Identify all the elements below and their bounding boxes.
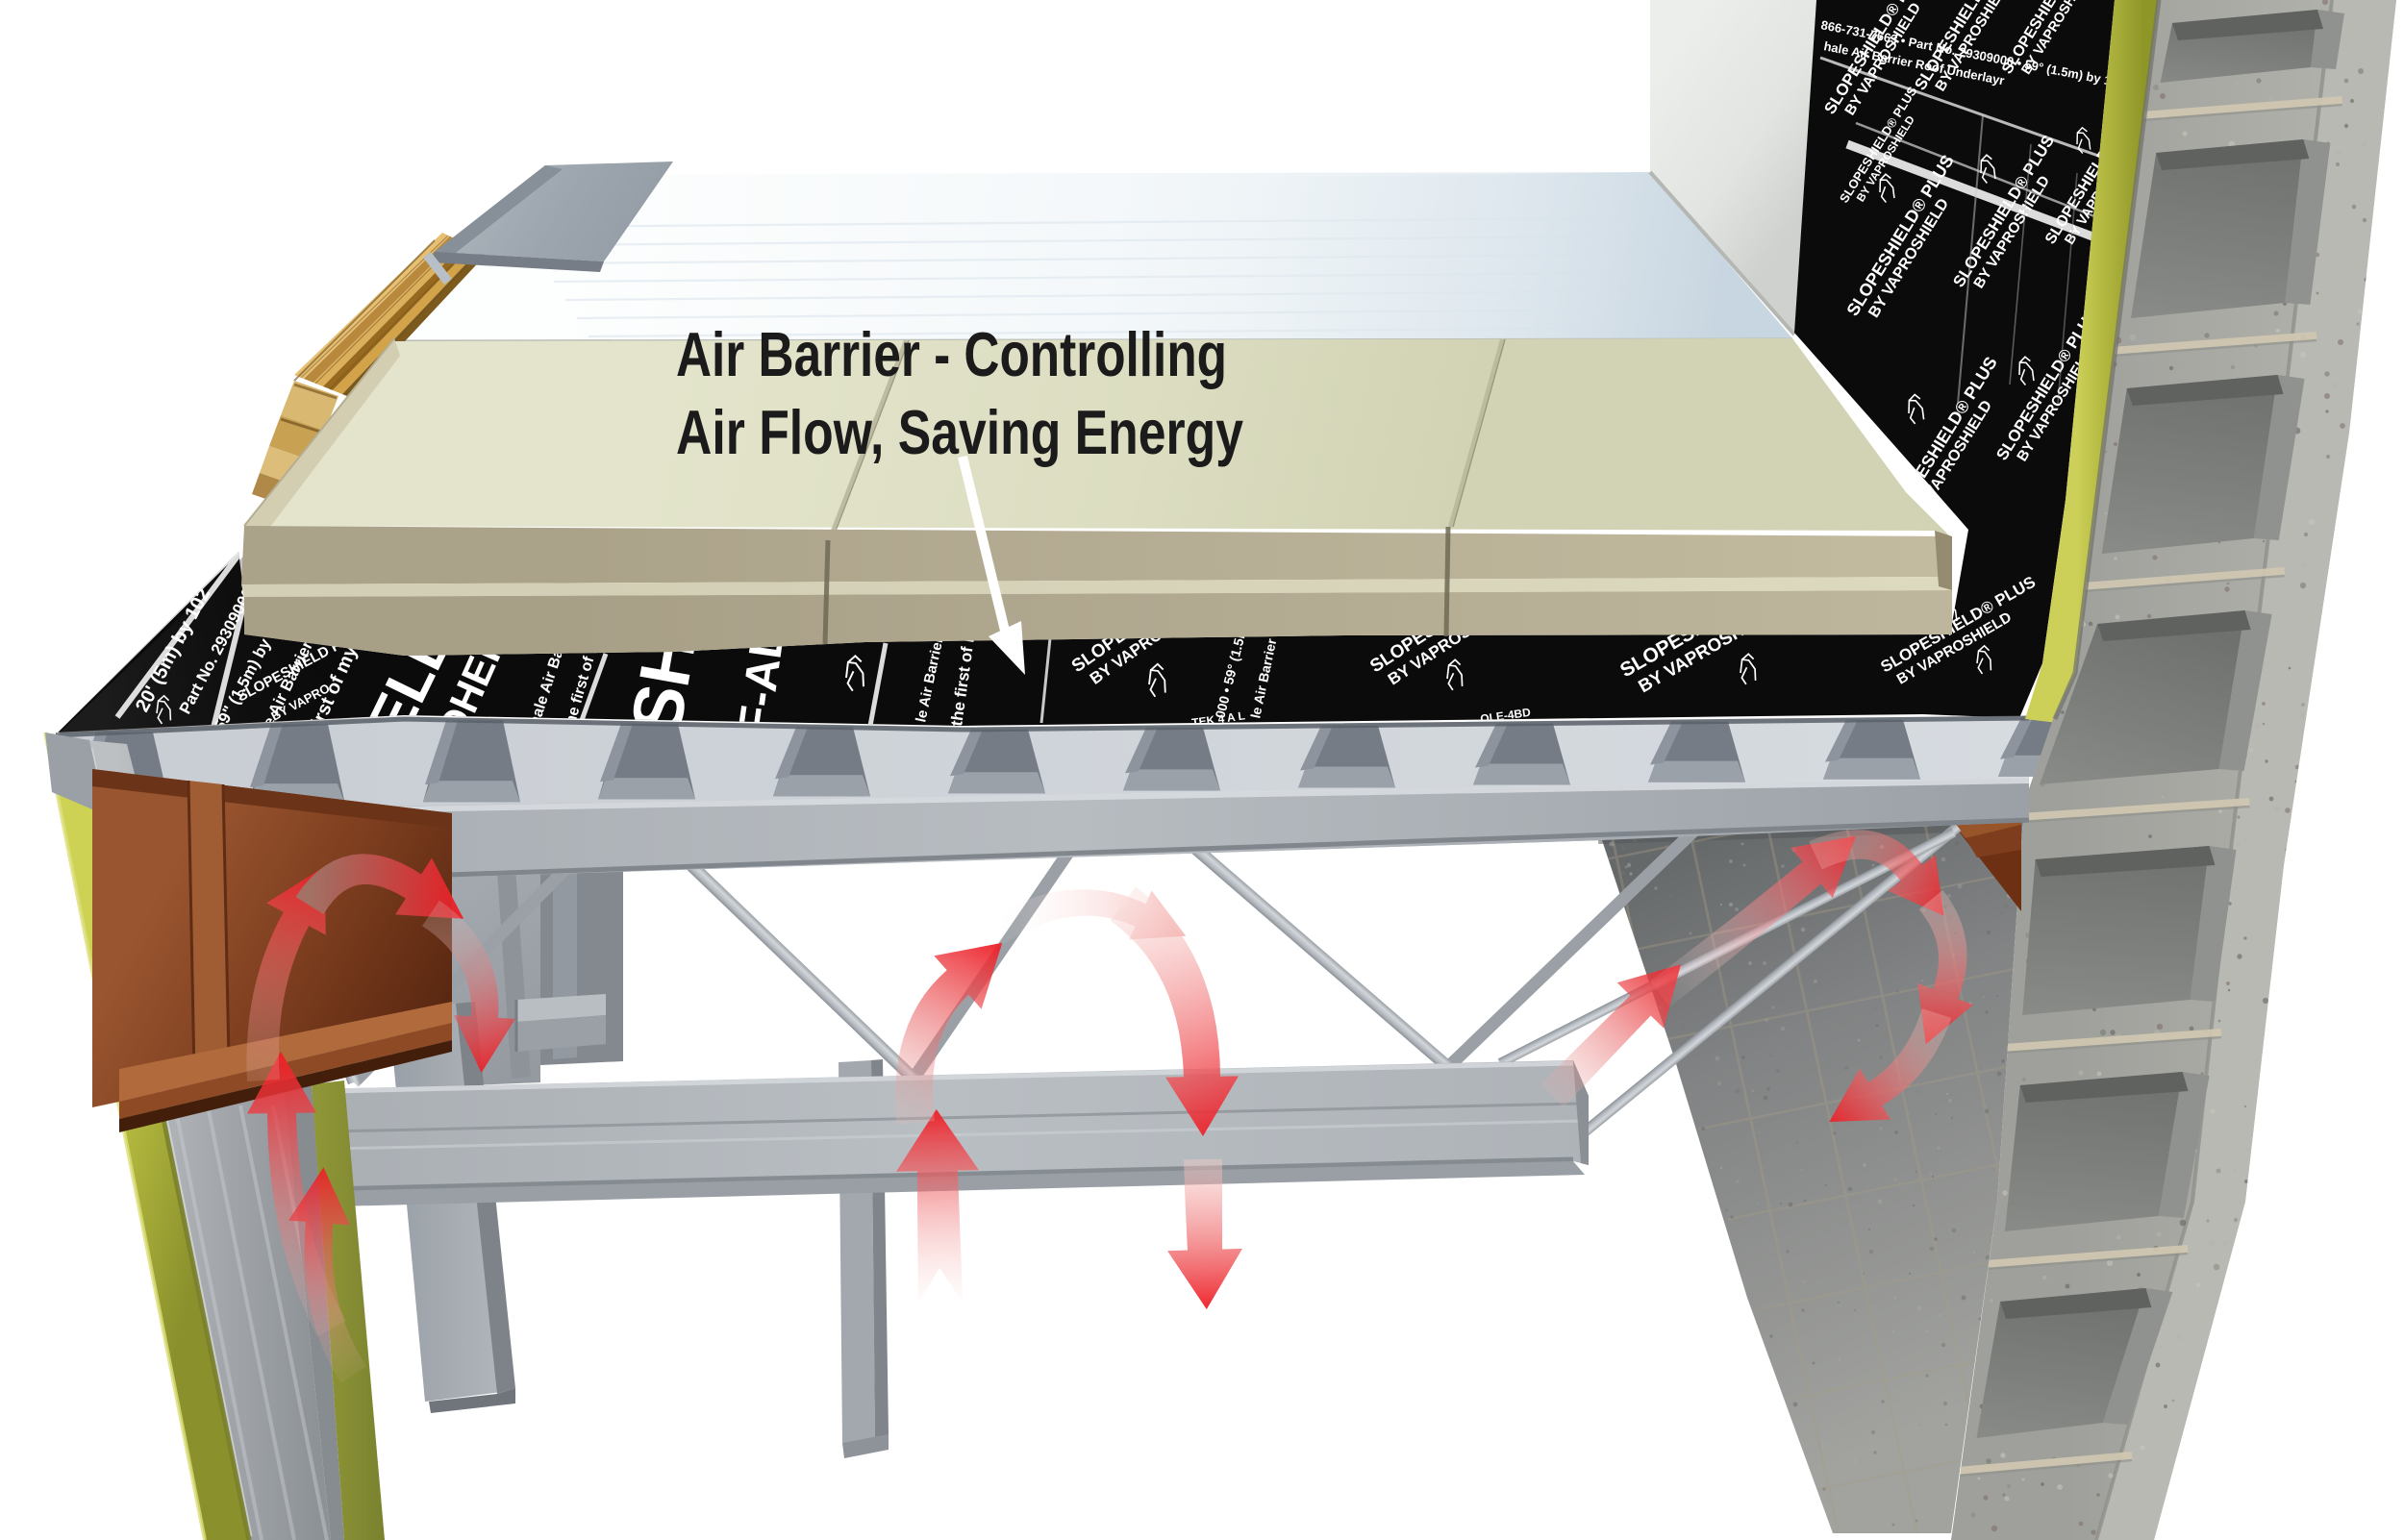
svg-text:Air Barrier - Controlling: Air Barrier - Controlling xyxy=(676,319,1227,389)
svg-text:Air Flow, Saving Energy: Air Flow, Saving Energy xyxy=(676,397,1243,467)
